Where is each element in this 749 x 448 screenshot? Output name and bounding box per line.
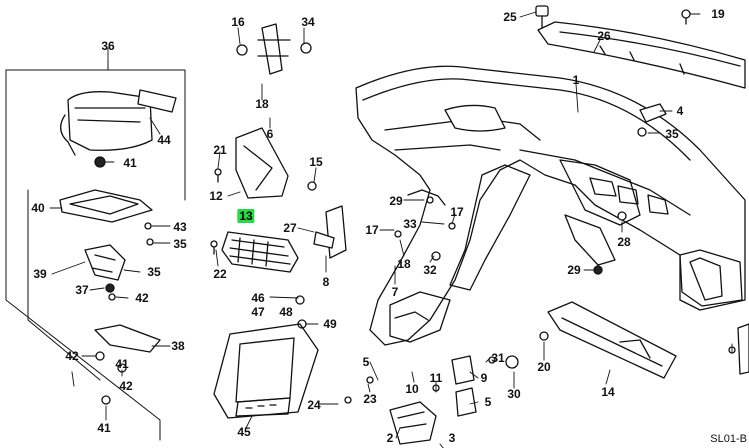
callout-32: 32 — [423, 263, 437, 277]
dashboard-upper-garnish-part — [537, 21, 746, 89]
callout-15: 15 — [309, 155, 323, 169]
callout-48: 48 — [279, 305, 293, 319]
left-bracket-parts — [59, 189, 161, 353]
callout-38: 38 — [171, 339, 185, 353]
callout-9: 9 — [480, 371, 488, 385]
callout-17-right: 17 — [450, 205, 464, 219]
fastener-group-top — [535, 5, 691, 137]
callout-8: 8 — [322, 275, 330, 289]
callout-26: 26 — [597, 29, 611, 43]
callout-3: 3 — [448, 431, 456, 445]
callout-2: 2 — [386, 431, 394, 445]
callout-29-left: 29 — [389, 194, 403, 208]
callout-36: 36 — [101, 39, 115, 53]
callout-47: 47 — [251, 305, 265, 319]
callout-14: 14 — [601, 385, 615, 399]
screw-icons — [95, 168, 736, 405]
right-edge-part — [737, 323, 749, 375]
callout-18-lower: 18 — [397, 257, 411, 271]
diagram-code: SL01-B — [710, 433, 747, 445]
console-panel-part — [213, 323, 319, 419]
callout-29-right: 29 — [567, 263, 581, 277]
callout-41-upper: 41 — [123, 156, 137, 170]
callout-42-upper: 42 — [135, 291, 149, 305]
callout-39: 39 — [33, 267, 47, 281]
callout-18-upper: 18 — [255, 97, 269, 111]
callout-40: 40 — [31, 201, 45, 215]
airbag-module-part — [60, 89, 177, 168]
callout-30: 30 — [507, 387, 521, 401]
lower-cover-part — [547, 301, 677, 379]
callout-37: 37 — [75, 283, 89, 297]
callout-27: 27 — [283, 221, 297, 235]
callout-6: 6 — [266, 127, 274, 141]
callout-44: 44 — [157, 133, 171, 147]
callout-23: 23 — [363, 392, 377, 406]
callout-46: 46 — [251, 291, 265, 305]
callout-21: 21 — [213, 143, 227, 157]
callout-42-lower: 42 — [119, 379, 133, 393]
callout-45: 45 — [237, 425, 251, 439]
callout-12: 12 — [209, 189, 223, 203]
callout-33: 33 — [403, 217, 417, 231]
callout-25: 25 — [503, 10, 517, 24]
lower-bracket-parts — [389, 355, 519, 445]
instrument-panel-part — [355, 65, 746, 346]
group-bracket-lines — [5, 59, 186, 441]
callout-4: 4 — [676, 104, 684, 118]
callout-17-left: 17 — [365, 223, 379, 237]
callout-24: 24 — [307, 398, 321, 412]
bracket-part-8 — [313, 205, 347, 259]
callout-34: 34 — [301, 15, 315, 29]
callout-16: 16 — [231, 15, 245, 29]
callout-28: 28 — [617, 235, 631, 249]
callout-7: 7 — [391, 285, 399, 299]
callout-41-mid: 41 — [115, 357, 129, 371]
leader-lines — [49, 11, 733, 448]
callout-43: 43 — [173, 220, 187, 234]
callout-35-mid: 35 — [173, 237, 187, 251]
callout-1: 1 — [572, 73, 580, 87]
callout-5-upper: 5 — [362, 355, 370, 369]
callout-20: 20 — [537, 360, 551, 374]
callout-49: 49 — [323, 317, 337, 331]
callout-19: 19 — [711, 7, 725, 21]
callout-42-left: 42 — [65, 349, 79, 363]
center-bracket-parts — [235, 23, 312, 199]
callout-41-lower: 41 — [97, 421, 111, 435]
callout-31: 31 — [491, 351, 505, 365]
callout-10: 10 — [405, 382, 419, 396]
callout-35-lower: 35 — [147, 265, 161, 279]
callout-22: 22 — [213, 267, 227, 281]
callout-11: 11 — [429, 371, 443, 385]
air-vent-part — [221, 231, 299, 273]
callout-5-lower: 5 — [484, 395, 492, 409]
callout-35-top: 35 — [665, 127, 679, 141]
callout-13-highlighted: 13 — [237, 209, 255, 223]
